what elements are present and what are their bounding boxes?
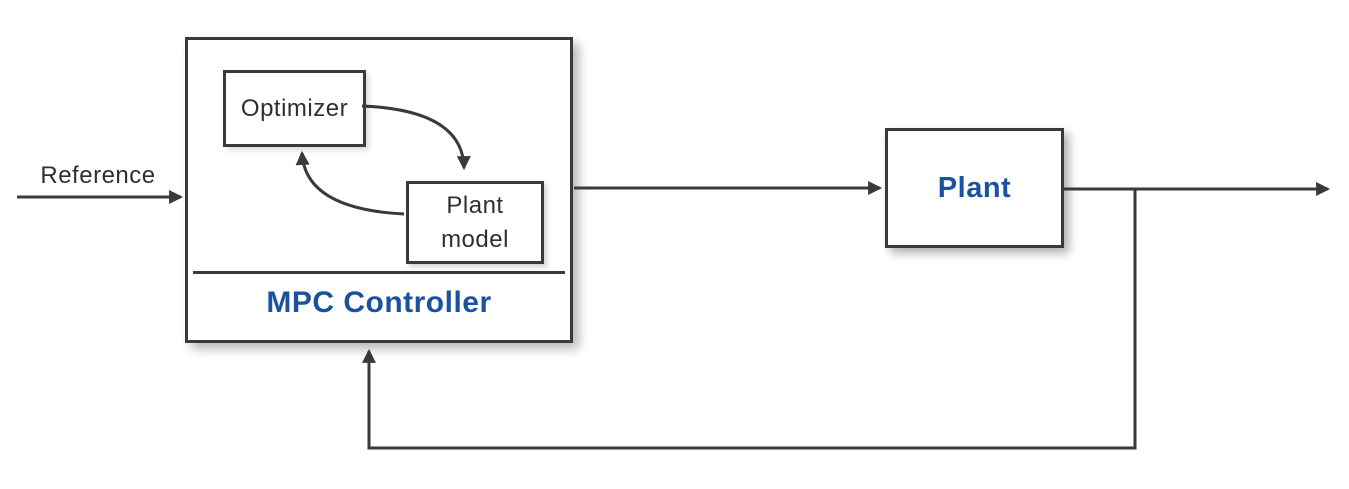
optimizer-label: Optimizer bbox=[240, 94, 349, 122]
plant-model-label: Plant model bbox=[441, 191, 509, 253]
mpc-controller-label: MPC Controller bbox=[266, 286, 492, 319]
optimizer-box: Optimizer bbox=[223, 70, 366, 147]
reference-label: Reference bbox=[40, 162, 156, 189]
mpc-controller-box: Optimizer Plant model MPC Controller bbox=[185, 37, 573, 343]
mpc-divider-line bbox=[193, 271, 565, 274]
plant-model-box: Plant model bbox=[406, 181, 544, 264]
plant-box: Plant bbox=[885, 128, 1064, 248]
plant-label: Plant bbox=[937, 171, 1012, 204]
